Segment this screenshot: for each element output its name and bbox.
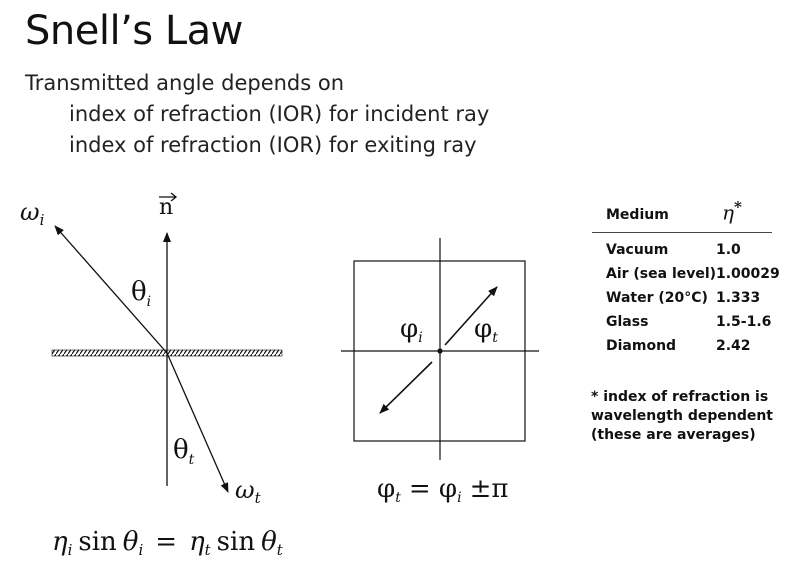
bullet-main: Transmitted angle depends on: [25, 71, 345, 95]
azimuth-equation: φt= φi±π: [377, 474, 508, 506]
table-row: Air (sea level)1.00029: [606, 266, 780, 282]
transmitted-ray: [166, 352, 229, 493]
transmitted-azimuth-arrow: [444, 286, 498, 346]
azimuth-origin-dot: [437, 348, 443, 354]
ior-footnote: * index of refraction is wavelength depe…: [591, 389, 773, 443]
normal-vector-label: n: [159, 195, 173, 220]
bullet-list: Transmitted angle depends on index of re…: [25, 68, 489, 161]
incident-angle-label: θi: [131, 277, 151, 310]
header-eta: η*: [722, 198, 742, 225]
incident-azimuth-label: φi: [400, 314, 423, 346]
transmitted-azimuth-label: φt: [474, 314, 498, 346]
azimuth-diagram: φi φt φt= φi±π: [341, 238, 539, 506]
slide-title: Snell’s Law: [25, 8, 243, 54]
bullet-exiting-ior: index of refraction (IOR) for exiting ra…: [69, 133, 477, 157]
incident-ray: [54, 225, 168, 354]
header-eta-symbol: η: [722, 200, 734, 225]
header-eta-star: *: [733, 198, 742, 216]
transmitted-angle-label: θt: [173, 435, 195, 468]
transmitted-direction-label: ωt: [235, 476, 262, 507]
table-row: Water (20°C)1.333: [606, 290, 761, 306]
bullet-incident-ior: index of refraction (IOR) for incident r…: [69, 102, 490, 126]
header-medium: Medium: [606, 207, 669, 223]
normal-vector-arrow-icon: [159, 192, 178, 202]
ior-table-header: Medium η*: [592, 198, 772, 233]
incident-azimuth-arrow: [379, 361, 433, 414]
incident-direction-label: ωi: [20, 198, 45, 229]
